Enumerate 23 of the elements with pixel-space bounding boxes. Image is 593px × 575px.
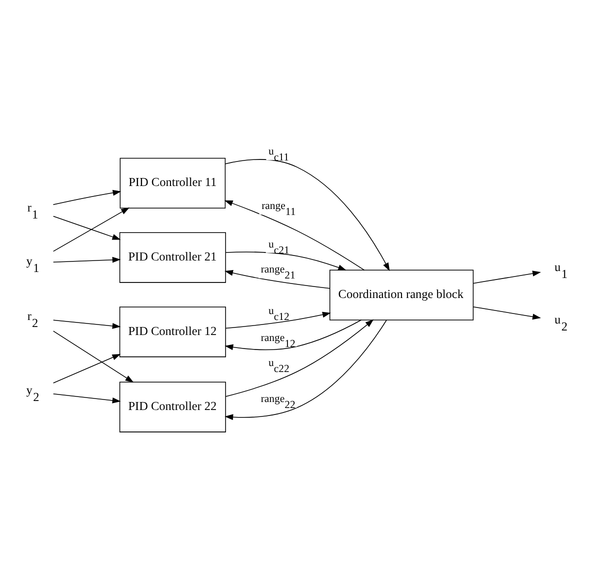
arrow [225, 318, 374, 396]
arrow [52, 207, 130, 252]
node-box: PID Controller 22 [119, 381, 226, 432]
node-box: PID Controller 11 [120, 157, 226, 208]
arrow [472, 306, 541, 320]
arrow [224, 158, 390, 271]
arrow [52, 330, 134, 382]
arrow [472, 270, 541, 284]
arrow [224, 200, 365, 270]
arrow [225, 251, 347, 270]
arrow [52, 393, 121, 403]
node-box: PID Controller 21 [119, 232, 226, 282]
arrow [225, 311, 331, 328]
arrow [224, 270, 330, 288]
arrow [52, 256, 121, 262]
arrow [224, 319, 362, 350]
node-box: Coordination range block [329, 269, 474, 320]
arrow [52, 353, 121, 383]
arrow [52, 319, 121, 328]
node-box: PID Controller 12 [119, 306, 226, 357]
arrow [224, 319, 387, 420]
arrow [52, 215, 121, 240]
arrow [52, 189, 122, 205]
